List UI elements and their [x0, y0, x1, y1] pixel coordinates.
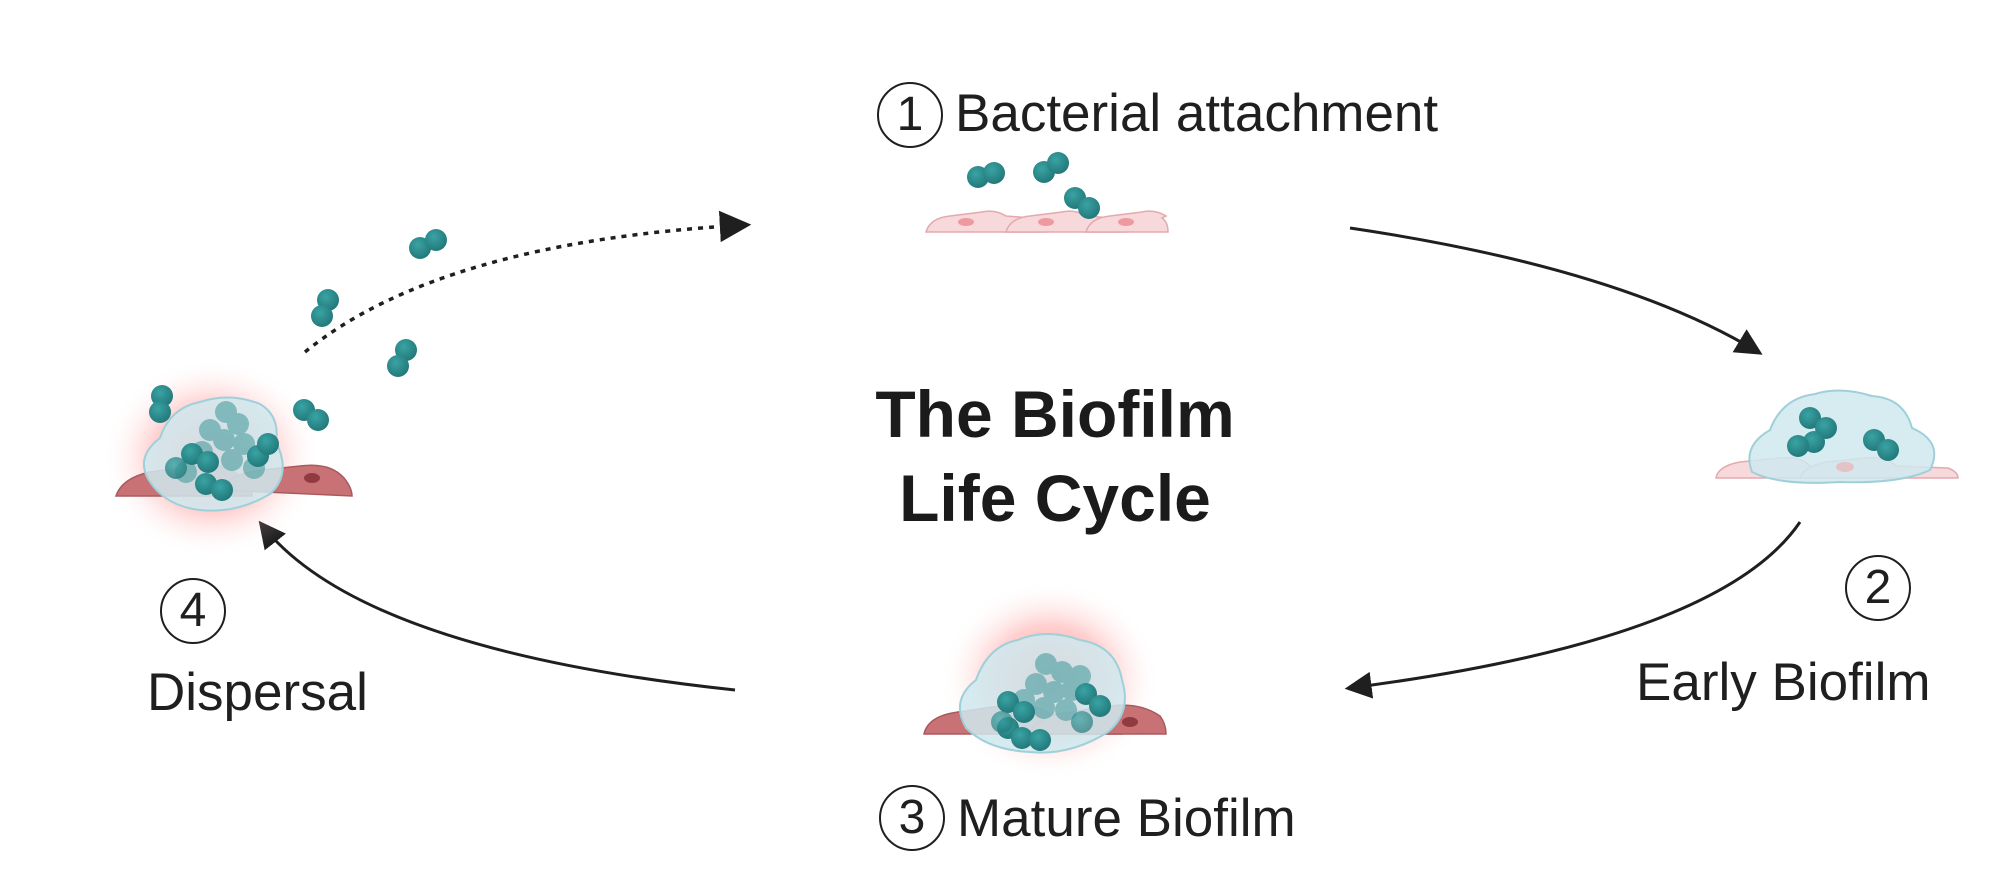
- cell-nucleus: [304, 473, 320, 483]
- cell-nucleus: [958, 218, 974, 226]
- mature-biofilm-illustration: [923, 580, 1167, 780]
- early-biofilm-illustration: [1715, 389, 1959, 484]
- dispersing-diplococcus: [387, 339, 417, 377]
- arrow-attachment-to-early: [1349, 226, 1763, 355]
- diplococcus: [1033, 152, 1069, 183]
- stage-2-number: 2: [1845, 555, 1911, 621]
- stage-4-label: Dispersal: [147, 663, 368, 722]
- arrow-early-to-mature: [1344, 521, 1802, 699]
- title-line-1: The Biofilm: [875, 377, 1235, 451]
- cell-nucleus: [1122, 717, 1138, 727]
- attachment-illustration: [925, 152, 1169, 233]
- cell-nucleus: [1836, 462, 1854, 472]
- diplococcus: [1064, 187, 1100, 219]
- stage-1-label: Bacterial attachment: [955, 84, 1439, 143]
- dispersing-diplococcus: [293, 399, 329, 431]
- diagram-title: The Biofilm Life Cycle: [830, 372, 1280, 540]
- stage-1-number: 1: [877, 82, 943, 148]
- diplococcus: [967, 162, 1005, 188]
- cell-nucleus: [1038, 218, 1054, 226]
- stage-3-label: Mature Biofilm: [957, 789, 1296, 848]
- stage-3-number: 3: [879, 785, 945, 851]
- bacteria-cluster: [1787, 407, 1899, 461]
- dispersing-diplococcus: [409, 229, 447, 259]
- bacteria-cluster: [165, 433, 279, 501]
- bacteria-cluster-inner: [1013, 653, 1091, 721]
- arrow-dispersal-to-attachment-dotted: [303, 210, 752, 354]
- arrow-mature-to-dispersal: [258, 520, 736, 692]
- dispersing-diplococcus: [311, 289, 339, 327]
- dispersing-diplococcus: [149, 385, 173, 423]
- stage-4-number: 4: [160, 578, 226, 644]
- stage-2-label: Early Biofilm: [1636, 653, 1931, 712]
- dispersal-illustration: [102, 229, 447, 558]
- cell-nucleus: [1118, 218, 1134, 226]
- bacteria-cluster: [991, 683, 1111, 751]
- title-line-2: Life Cycle: [899, 461, 1211, 535]
